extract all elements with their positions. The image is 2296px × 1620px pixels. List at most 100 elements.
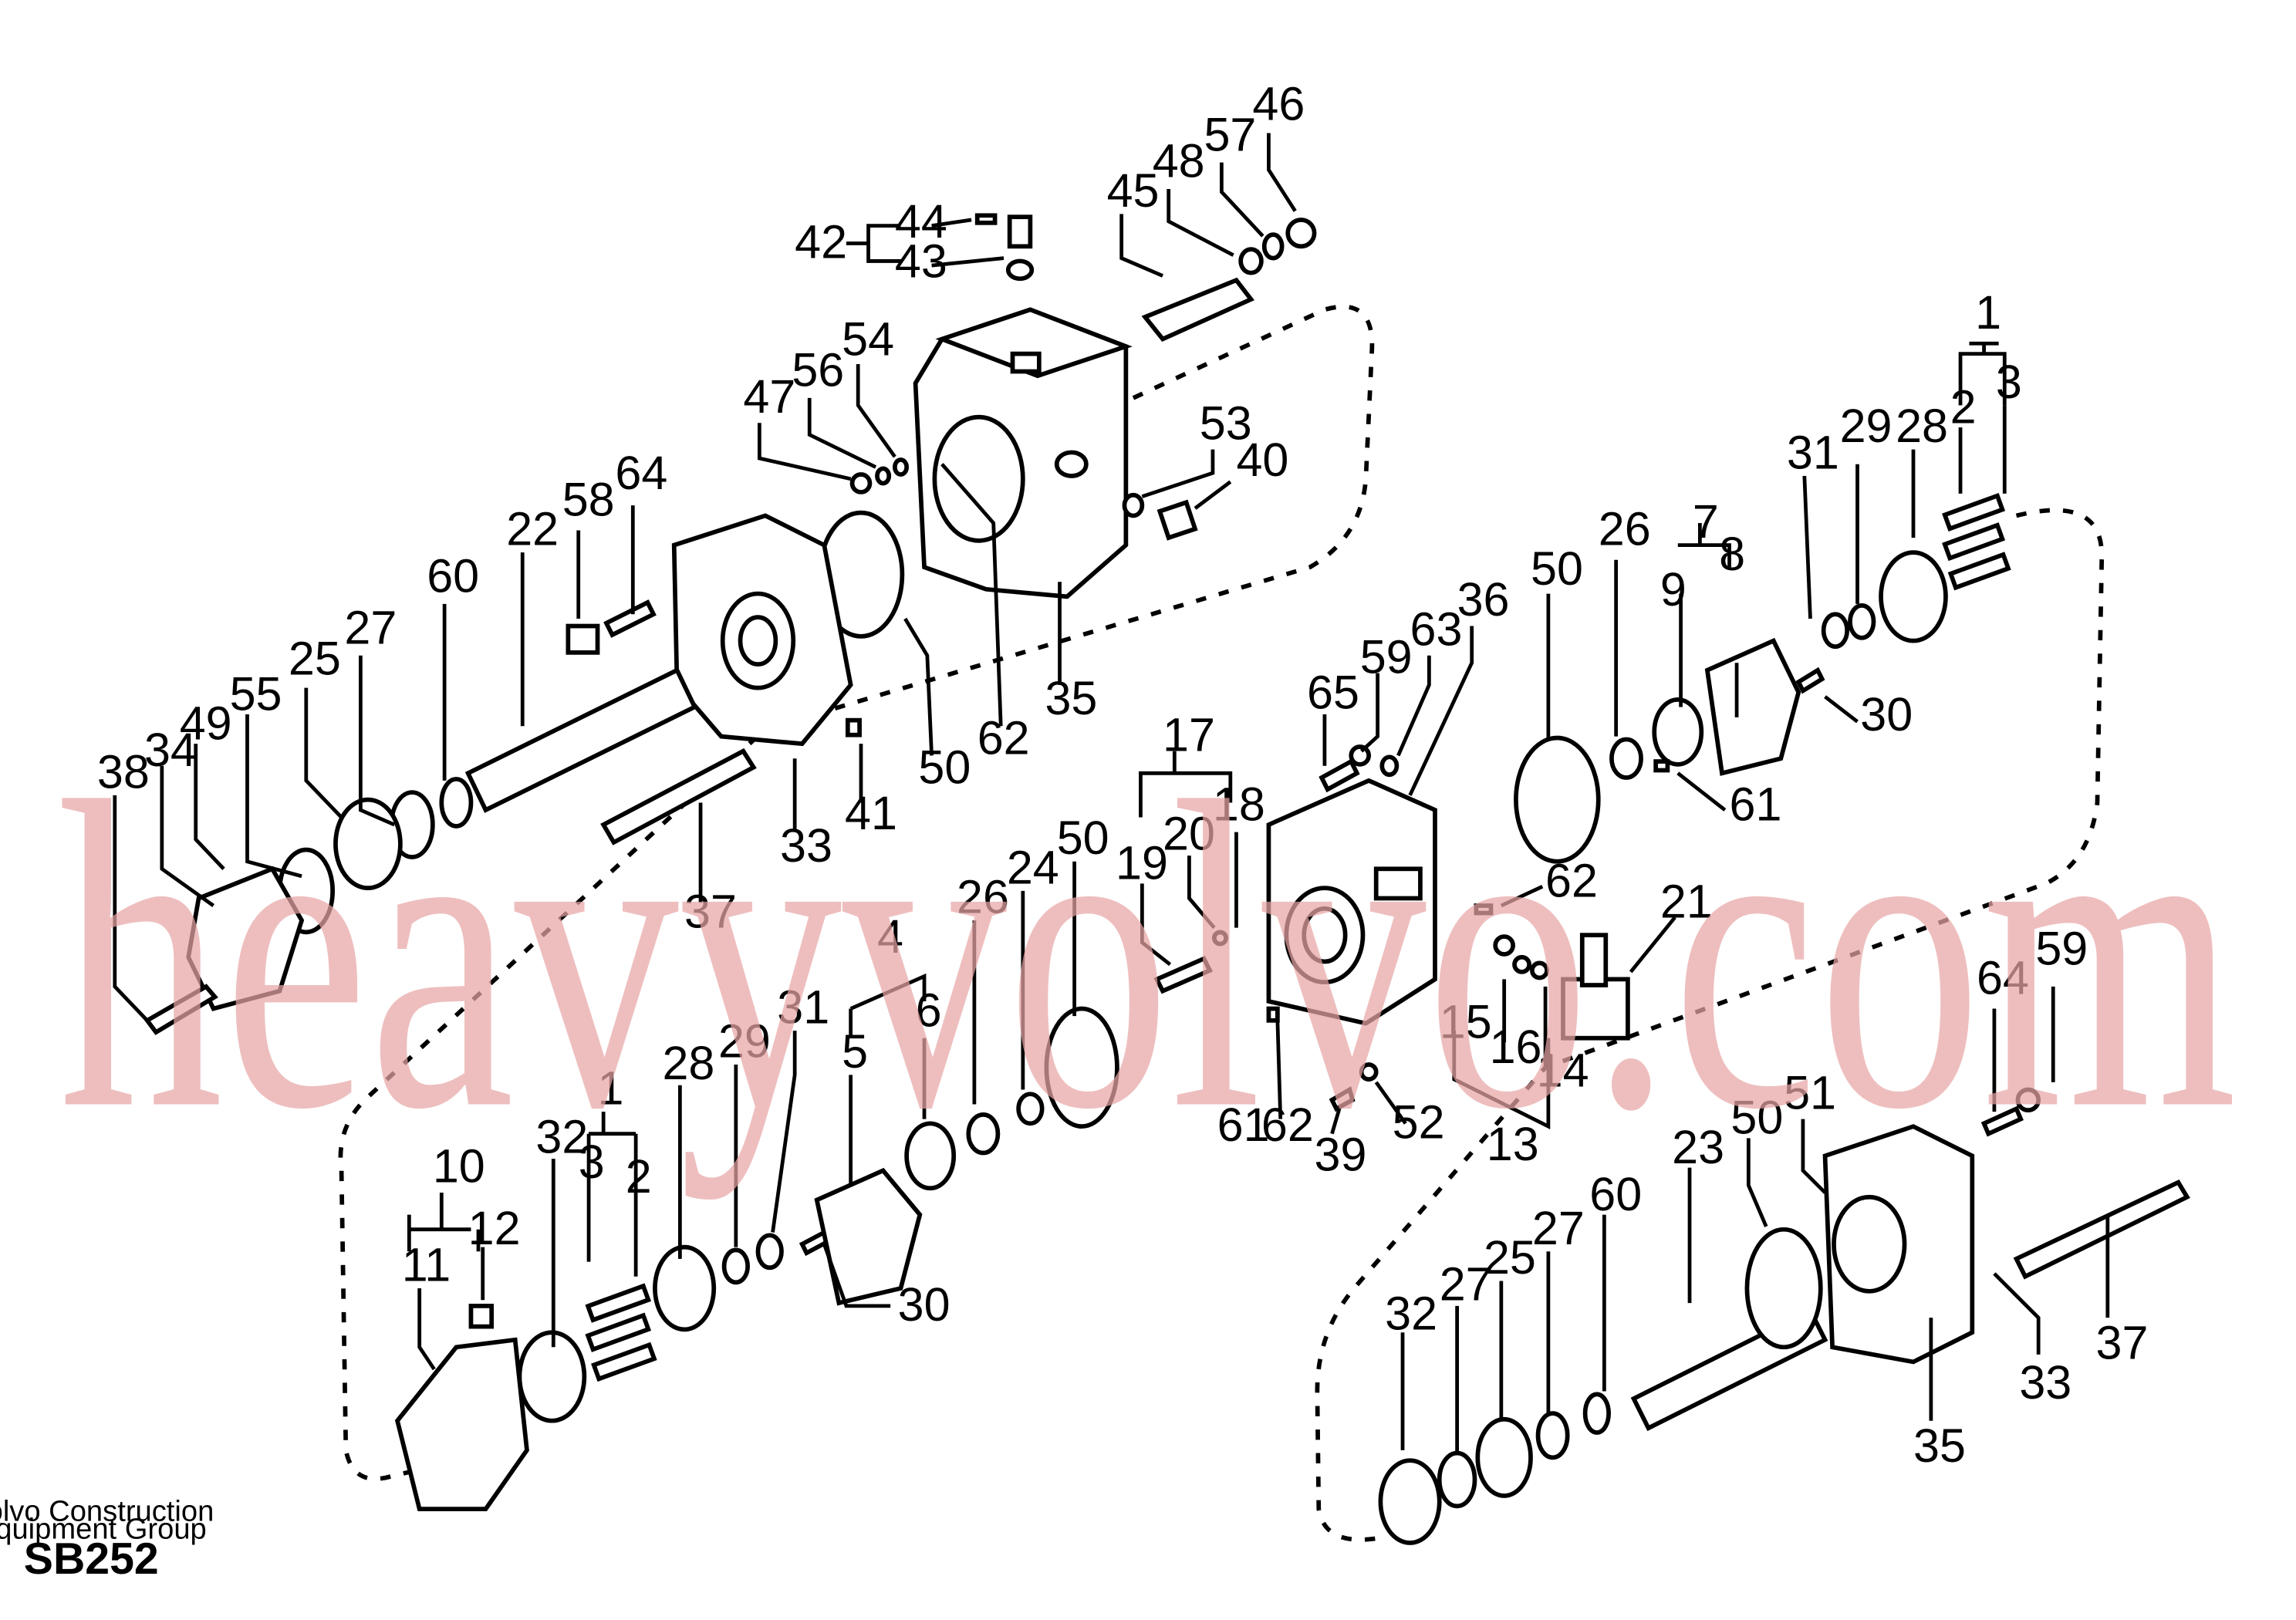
seal-ring-50-lower-right: [1744, 1227, 1823, 1350]
callout-27-top: 27: [344, 601, 397, 653]
callout-6: 6: [916, 984, 942, 1036]
callout-33-top: 33: [780, 819, 832, 872]
retainer-28-lower: [653, 1244, 717, 1332]
callout-59-right: 59: [2035, 922, 2088, 974]
ball-20: [1211, 930, 1228, 947]
swash-plate-11: [394, 1337, 529, 1512]
cap-59-right: [2015, 1087, 2041, 1113]
bearing-25-right: [1475, 1416, 1533, 1498]
callout-26-lower: 26: [957, 871, 1009, 923]
callout-1-lower: 1: [598, 1062, 624, 1115]
cap-59-middle: [1349, 744, 1372, 767]
callout-42: 42: [795, 216, 847, 268]
callout-3-lower: 3: [579, 1136, 605, 1188]
callout-18: 18: [1213, 778, 1265, 830]
callout-40: 40: [1236, 434, 1288, 486]
ring-27-right-b: [1535, 1411, 1570, 1460]
callout-30-lower: 30: [898, 1278, 950, 1331]
callout-53: 53: [1200, 397, 1252, 449]
callout-50-right: 50: [1531, 542, 1583, 595]
callout-35-top: 35: [1045, 672, 1097, 724]
company-name-line2: Equipment Group: [0, 1512, 207, 1545]
ring-63: [1379, 754, 1400, 778]
bearing-26-lower: [966, 1112, 1001, 1156]
bushing-12: [468, 1304, 495, 1329]
callout-49: 49: [180, 697, 232, 749]
callout-51: 51: [1784, 1066, 1836, 1119]
company-name-line1: Volvo Construction: [0, 1494, 214, 1527]
callout-60-right: 60: [1589, 1168, 1642, 1220]
pin-62-mid: [1474, 903, 1494, 916]
callout-22: 22: [506, 503, 559, 555]
spring-64-right: [1980, 1105, 2024, 1137]
callout-60-top: 60: [427, 550, 479, 602]
fitting-43-44: [974, 213, 1035, 282]
bolt-37-upper: [600, 748, 757, 845]
callout-25-top: 25: [289, 632, 341, 684]
callout-25-right: 25: [1484, 1231, 1536, 1284]
spool-45: [1141, 218, 1317, 343]
pump-housing-35-right: [1822, 1124, 1975, 1365]
bearing-26-upper: [1609, 737, 1643, 780]
pistons-1-lower: [585, 1283, 657, 1382]
callout-26-upper: 26: [1599, 503, 1651, 555]
lower-right-assembly: [1378, 1087, 2190, 1545]
shaft-22: [464, 667, 698, 813]
small-parts-47-54: [849, 457, 910, 494]
plate-32-right: [1378, 1458, 1442, 1545]
callout-54: 54: [842, 313, 894, 366]
callout-61-low: 61: [1217, 1099, 1270, 1151]
callout-29-upper: 29: [1840, 400, 1893, 452]
callout-16: 16: [1490, 1021, 1542, 1073]
callout-39: 39: [1315, 1128, 1367, 1180]
callout-52: 52: [1393, 1095, 1445, 1148]
callout-4: 4: [877, 910, 903, 963]
callout-29-lower: 29: [718, 1014, 771, 1067]
callout-31-lower: 31: [777, 981, 829, 1034]
spring-30-upper: [1795, 667, 1825, 694]
callout-45: 45: [1107, 164, 1160, 217]
diagram-code: SB252: [24, 1534, 159, 1584]
callout-33-right: 33: [2019, 1356, 2071, 1409]
callout-43: 43: [895, 235, 947, 287]
callout-47: 47: [743, 370, 795, 423]
callout-3-upper: 3: [1996, 356, 2022, 408]
plug-40: [1156, 499, 1198, 541]
callout-30-upper: 30: [1860, 688, 1913, 741]
flange-33-upper: [671, 513, 853, 747]
spring-65: [1319, 758, 1360, 793]
callout-58: 58: [562, 473, 615, 525]
callout-59-middle: 59: [1360, 631, 1413, 683]
callout-31-upper: 31: [1787, 426, 1839, 478]
lower-left-assembly: [394, 1006, 1119, 1512]
callout-61-upper: 61: [1730, 778, 1782, 830]
middle-assembly: [1153, 744, 1630, 1112]
pistons-1-upper: [1942, 492, 2011, 591]
callout-62-top: 62: [977, 712, 1030, 764]
callout-36: 36: [1457, 573, 1510, 626]
callout-57: 57: [1204, 108, 1256, 160]
callout-55: 55: [230, 667, 282, 720]
spring-64-upper: [603, 599, 657, 638]
callout-2-upper: 2: [1950, 380, 1977, 433]
callout-11: 11: [402, 1238, 451, 1291]
ring-29-upper: [1848, 602, 1876, 640]
key-61-upper: [1653, 759, 1670, 773]
pin-62-low: [1266, 1006, 1280, 1023]
callout-27-right: 27: [1440, 1257, 1492, 1310]
valve-block-36: [1266, 778, 1437, 1026]
callout-50-lower-right: 50: [1730, 1092, 1783, 1144]
ring-31-upper: [1821, 612, 1850, 650]
spring-39: [1329, 1086, 1356, 1112]
part-15: [1493, 934, 1515, 957]
watermark-text: heavyvolvo.com: [59, 711, 2237, 1201]
callout-50-top: 50: [918, 741, 971, 794]
pump-housing-35: [913, 307, 1133, 599]
callout-44: 44: [895, 195, 947, 248]
ring-27-right: [1437, 1450, 1477, 1509]
callout-12: 12: [468, 1202, 521, 1254]
plate-6: [904, 1121, 957, 1191]
seal-ring-50-right: [1514, 735, 1601, 864]
snap-ring-60-upper: [439, 777, 474, 829]
